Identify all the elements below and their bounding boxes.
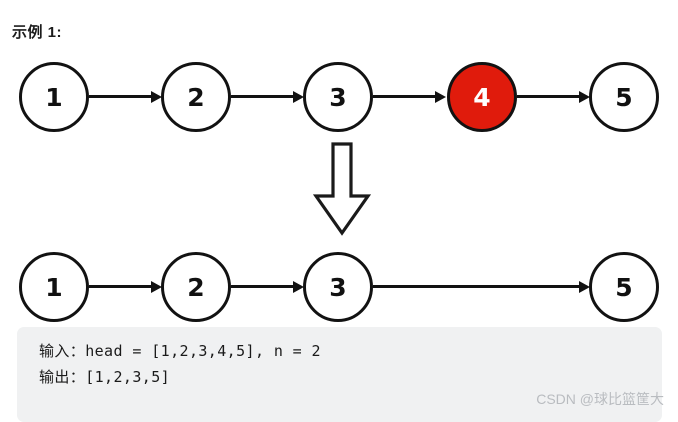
node-bottom-5: 5 — [589, 252, 659, 322]
output-line: 输出：[1,2,3,5] — [39, 368, 171, 386]
arrowhead-bottom-1-2 — [151, 281, 162, 293]
node-bottom-1: 1 — [19, 252, 89, 322]
arrowhead-top-2-3 — [293, 91, 304, 103]
page-title: 示例 1: — [12, 24, 63, 41]
input-line: 输入：head = [1,2,3,4,5], n = 2 — [39, 342, 321, 360]
node-top-1: 1 — [19, 62, 89, 132]
node-top-4-removed: 4 — [447, 62, 517, 132]
edge-top-1-2 — [89, 95, 151, 98]
node-top-3: 3 — [303, 62, 373, 132]
node-bottom-3: 3 — [303, 252, 373, 322]
arrowhead-top-3-4 — [435, 91, 446, 103]
arrowhead-top-4-5 — [579, 91, 590, 103]
node-top-5: 5 — [589, 62, 659, 132]
node-bottom-2: 2 — [161, 252, 231, 322]
arrowhead-bottom-2-3 — [293, 281, 304, 293]
edge-top-4-5 — [517, 95, 579, 98]
node-top-2: 2 — [161, 62, 231, 132]
edge-bottom-3-5 — [373, 285, 579, 288]
io-info-box: 输入：head = [1,2,3,4,5], n = 2 输出：[1,2,3,5… — [17, 327, 662, 422]
edge-top-3-4 — [373, 95, 435, 98]
edge-top-2-3 — [231, 95, 293, 98]
edge-bottom-2-3 — [231, 285, 293, 288]
arrowhead-top-1-2 — [151, 91, 162, 103]
down-arrow-icon — [306, 140, 378, 238]
csdn-watermark: CSDN @球比篮筐大 — [536, 391, 664, 407]
arrowhead-bottom-3-5 — [579, 281, 590, 293]
edge-bottom-1-2 — [89, 285, 151, 288]
